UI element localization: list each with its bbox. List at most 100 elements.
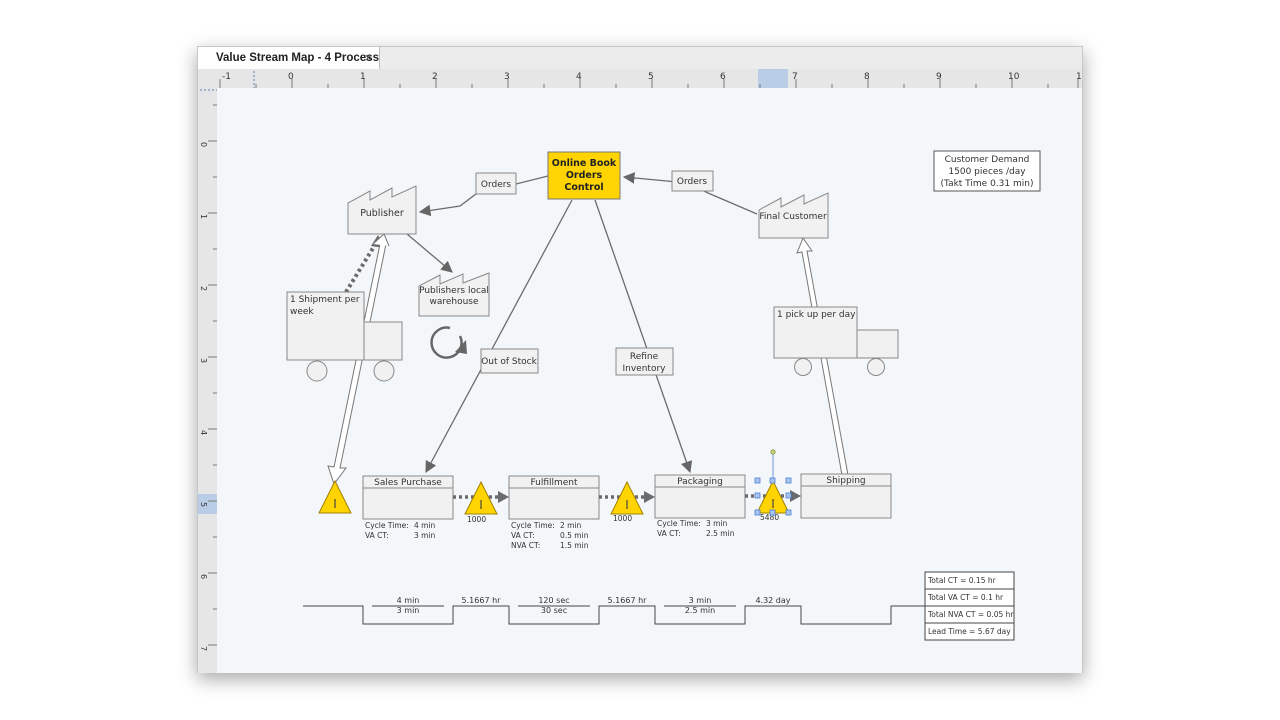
summary-total-va-ct: Total VA CT = 0.1 hr [927,593,1004,602]
process-packaging[interactable]: Packaging Cycle Time: 3 min VA CT: 2.5 m… [654,474,746,538]
ruler-label: 1 [199,213,209,220]
ruler-label: 10 [1008,72,1020,82]
svg-text:Packaging: Packaging [677,477,723,487]
timeline-wait: 5.1667 hr [462,596,502,605]
svg-text:0.5 min: 0.5 min [560,531,589,540]
svg-text:Fulfillment: Fulfillment [530,478,578,488]
control-label: Orders [566,170,603,181]
connector-line[interactable] [594,199,693,474]
timeline-wait: 4.32 day [755,596,790,605]
svg-text:1000: 1000 [613,514,632,523]
process-sales-purchase[interactable]: Sales Purchase Cycle Time: 4 min VA CT: … [362,475,454,540]
customer-demand-box[interactable]: Customer Demand 1500 pieces /day (Takt T… [933,150,1041,192]
warehouse-factory[interactable]: Publishers local warehouse [418,272,490,317]
svg-text:Sales Purchase: Sales Purchase [374,478,442,488]
ruler-selection-highlight [758,69,788,88]
ruler-label: 5 [648,72,654,82]
svg-text:1 pick up per day: 1 pick up per day [777,310,856,320]
ruler-label: 6 [720,72,726,82]
svg-text:Cycle Time:: Cycle Time: [657,519,701,528]
ruler-label: 0 [199,141,209,148]
ruler-label: 9 [936,72,942,82]
timeline-process-bottom: 2.5 min [685,606,715,615]
ruler-label: -1 [222,72,231,82]
svg-text:Refine: Refine [630,352,659,362]
summary-lead-time: Lead Time = 5.67 day [928,627,1011,636]
ruler-label: 3 [199,357,209,364]
push-arrow-head [790,490,801,502]
ruler-label: 3 [504,72,510,82]
horizontal-ruler[interactable]: -1 0 1 2 3 4 5 6 7 8 9 10 1 [198,69,1082,89]
process-fulfillment[interactable]: Fulfillment Cycle Time: 2 min VA CT: 0.5… [508,475,600,550]
ruler-selection-highlight [198,494,217,514]
svg-text:1 Shipment per: 1 Shipment per [290,295,360,305]
svg-text:VA CT:: VA CT: [365,531,389,540]
svg-text:I: I [479,498,483,512]
timeline-summary-box[interactable]: Total CT = 0.15 hr Total VA CT = 0.1 hr … [924,571,1015,641]
connector-line[interactable] [406,233,453,273]
kaizen-cycle-icon[interactable] [430,326,467,359]
timeline-process-bottom: 3 min [397,606,420,615]
inventory-triangle-2[interactable]: I 1000 [464,480,498,524]
svg-text:I: I [333,497,337,511]
control-box[interactable]: Online Book Orders Control [547,151,621,200]
svg-text:week: week [290,307,314,317]
push-arrow[interactable] [344,238,380,294]
inventory-triangle-1[interactable]: I [318,479,352,514]
timeline-process-bottom: 30 sec [541,606,567,615]
timeline-process-top: 3 min [689,596,712,605]
refine-inventory-label[interactable]: Refine Inventory [615,347,674,376]
customer-label: Final Customer [759,212,827,222]
process-shipping[interactable]: Shipping [800,473,892,519]
ruler-label: 6 [199,573,209,580]
svg-text:3 min: 3 min [706,519,728,528]
ruler-label: 1 [360,72,366,82]
orders-label-right[interactable]: Orders [671,170,714,192]
ruler-label: 4 [576,72,582,82]
svg-text:Customer Demand: Customer Demand [945,155,1030,165]
ruler-label: 5 [199,501,209,508]
connector-line[interactable] [425,199,573,474]
tab-value-stream-map[interactable]: Value Stream Map - 4 Process × [198,47,380,69]
ruler-label: 4 [199,429,209,436]
svg-text:Orders: Orders [677,177,708,187]
control-label: Control [564,182,603,193]
control-label: Online Book [552,158,617,169]
ruler-label: 2 [432,72,438,82]
svg-text:VA CT:: VA CT: [511,531,535,540]
svg-text:1500 pieces /day: 1500 pieces /day [948,167,1026,177]
close-tab-icon[interactable]: × [363,51,373,64]
orders-label-left[interactable]: Orders [475,172,517,195]
out-of-stock-label[interactable]: Out of Stock [480,348,539,374]
push-arrow-head [644,491,655,503]
vsm-diagram: Publisher Publishers local warehouse Fin… [286,150,1041,641]
svg-text:Orders: Orders [481,180,512,190]
publisher-label: Publisher [360,208,404,219]
customer-factory[interactable]: Final Customer [758,192,829,239]
inventory-triangle-4-selected[interactable]: I 5480 [756,479,790,522]
inventory-triangle-3[interactable]: I 1000 [610,480,644,523]
pickup-truck-right[interactable]: 1 pick up per day [773,306,899,376]
timeline-wait: 5.1667 hr [608,596,648,605]
svg-text:Cycle Time:: Cycle Time: [511,521,555,530]
ruler-label: 7 [199,645,209,652]
selection-handles[interactable] [754,449,792,516]
summary-total-nva-ct: Total NVA CT = 0.05 hr [927,610,1014,619]
publisher-factory[interactable]: Publisher [347,185,417,235]
svg-text:5480: 5480 [760,513,779,522]
ruler-label: 7 [792,72,798,82]
vsm-window: Value Stream Map - 4 Process × -1 0 1 2 … [197,46,1083,673]
drawing-canvas[interactable]: Publisher Publishers local warehouse Fin… [217,88,1082,673]
svg-text:1000: 1000 [467,515,486,524]
shipment-truck-left[interactable]: 1 Shipment per week [286,291,403,382]
svg-text:1.5 min: 1.5 min [560,541,589,550]
svg-text:(Takt Time 0.31 min): (Takt Time 0.31 min) [941,179,1034,189]
ruler-ticks [200,89,217,646]
ruler-label: 8 [864,72,870,82]
svg-text:Out of Stock: Out of Stock [481,357,537,367]
svg-text:I: I [625,498,629,512]
vertical-ruler[interactable]: 0 1 2 3 4 5 6 7 [198,88,218,673]
tab-bar: Value Stream Map - 4 Process × [198,47,1082,70]
timeline-ladder[interactable] [303,605,925,625]
ruler-label: 1 [1076,72,1082,82]
